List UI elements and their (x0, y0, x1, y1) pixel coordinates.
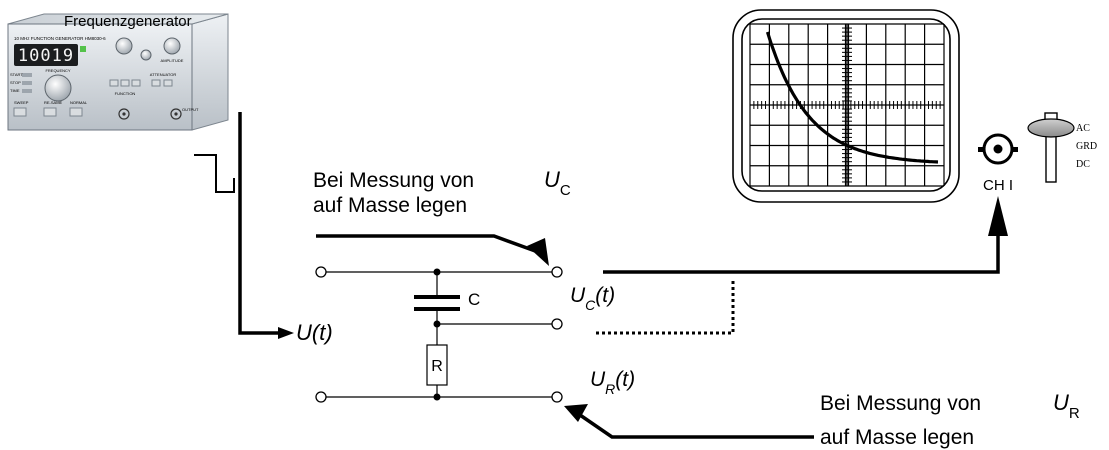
note-measure-ur: Bei Messung von UR auf Masse legen (820, 390, 1080, 449)
generator-panel-text: 10 MHz FUNCTION GENERATOR HM8030-6 (14, 36, 106, 41)
capacitor-plate-bottom (414, 307, 460, 311)
normal-button[interactable] (69, 107, 83, 117)
node-junction (433, 320, 441, 328)
trace-exponential-decay (765, 31, 939, 164)
node-junction (433, 393, 441, 401)
signal-input-line (238, 112, 282, 335)
stop-button[interactable] (22, 81, 32, 85)
note-uc-line2: auf Masse legen (313, 194, 467, 217)
note-uc-symbol: UC (544, 167, 571, 199)
note-uc-symbol-base: U (544, 167, 560, 192)
ur-label-base: U (590, 368, 606, 391)
note-ur-symbol-base: U (1053, 390, 1069, 415)
label-normal: NORMAL (70, 100, 88, 105)
terminal-input-top[interactable] (315, 266, 327, 278)
screen-grid (749, 23, 945, 187)
note-ur-symbol: UR (1053, 390, 1080, 422)
note-ur-line2: auf Masse legen (820, 426, 974, 449)
bnc-pin-icon (993, 144, 1003, 154)
switch-knob[interactable] (1027, 118, 1075, 138)
channel-label: CH I (983, 177, 1013, 194)
bnc-pin-icon (174, 112, 178, 116)
sweep-button[interactable] (13, 107, 27, 117)
resistor (426, 344, 448, 386)
uc-label-base: U (570, 284, 586, 307)
coupling-dc[interactable]: DC (1076, 159, 1090, 170)
uc-label-arg: (t) (595, 284, 615, 307)
time-button[interactable] (22, 89, 32, 93)
function-generator: 10019 10 MHz FUNCTION GENERATOR HM8030-6… (7, 13, 229, 131)
pointer-line-ur (579, 413, 814, 439)
terminal-output-bottom[interactable] (551, 391, 563, 403)
label-frequency: FREQUENCY (45, 68, 70, 73)
terminal-input-bottom[interactable] (315, 391, 327, 403)
oscilloscope-screen (732, 9, 960, 203)
label-stop: STOP (10, 80, 21, 85)
generator-title: Frequenzgenerator (64, 13, 192, 30)
re-same-button[interactable] (43, 107, 57, 117)
terminal-output-middle[interactable] (551, 318, 563, 330)
function-button-triangle[interactable] (120, 79, 130, 87)
ur-label-sub: R (605, 381, 615, 397)
function-button-sine[interactable] (109, 79, 119, 87)
start-button[interactable] (22, 73, 32, 77)
probe-lead-ur-dotted (596, 278, 735, 335)
attenuator-button-20db[interactable] (151, 79, 161, 87)
note-measure-uc: Bei Messung von UC auf Masse legen (313, 167, 571, 217)
channel-input: CH I (978, 133, 1018, 194)
uc-label: UC(t) (570, 284, 615, 313)
label-attenuator: ATTENUATOR (150, 72, 177, 77)
coupling-switch[interactable]: AC GRD DC (1027, 112, 1097, 183)
note-ur-line1: Bei Messung von (820, 392, 981, 415)
label-start: START (10, 72, 23, 77)
generator-side-buttons: START STOP TIME (10, 72, 32, 93)
pointer-line-uc (316, 234, 539, 254)
resistor-label: R (431, 358, 443, 375)
note-ur-symbol-sub: R (1069, 405, 1080, 422)
arrowhead-icon (988, 196, 1008, 236)
function-button-square[interactable] (131, 79, 141, 87)
arrowhead-icon (278, 327, 294, 339)
label-function: FUNCTION (115, 91, 136, 96)
knob-frequency-fine[interactable] (115, 37, 133, 55)
led-indicator (80, 46, 86, 52)
switch-slot (1045, 131, 1057, 183)
uc-label-sub: C (585, 297, 596, 313)
label-re-same: RE-SAME (44, 100, 63, 105)
square-wave-icon (194, 154, 235, 193)
probe-lead-uc (603, 232, 1000, 274)
knob-frequency[interactable] (44, 74, 72, 102)
generator-display (14, 44, 78, 66)
attenuator-button-40db[interactable] (163, 79, 173, 87)
coupling-ac[interactable]: AC (1076, 123, 1090, 134)
ur-label-arg: (t) (615, 368, 635, 391)
label-time: TIME (10, 88, 20, 93)
arrowhead-icon (564, 404, 588, 422)
coupling-grd[interactable]: GRD (1076, 141, 1097, 152)
knob-offset[interactable] (140, 49, 152, 61)
input-signal-label: U(t) (296, 320, 333, 345)
ur-label: UR(t) (590, 368, 635, 397)
rc-circuit (326, 271, 552, 398)
label-sweep: SWEEP (14, 100, 29, 105)
knob-amplitude[interactable] (163, 37, 181, 55)
note-uc-symbol-sub: C (560, 182, 571, 199)
capacitor-plate-top (414, 295, 460, 299)
note-uc-line1: Bei Messung von (313, 169, 474, 192)
arrowhead-icon (527, 238, 549, 266)
bnc-lug (978, 147, 984, 152)
label-amplitude: AMPLITUDE (161, 58, 184, 63)
terminal-output-top[interactable] (551, 266, 563, 278)
node-junction (433, 268, 441, 276)
bnc-lug (1012, 147, 1018, 152)
generator-display-value: 10019 (18, 46, 74, 66)
bnc-pin-icon (122, 112, 126, 116)
label-output: OUTPUT (182, 107, 199, 112)
capacitor-label: C (468, 290, 480, 309)
